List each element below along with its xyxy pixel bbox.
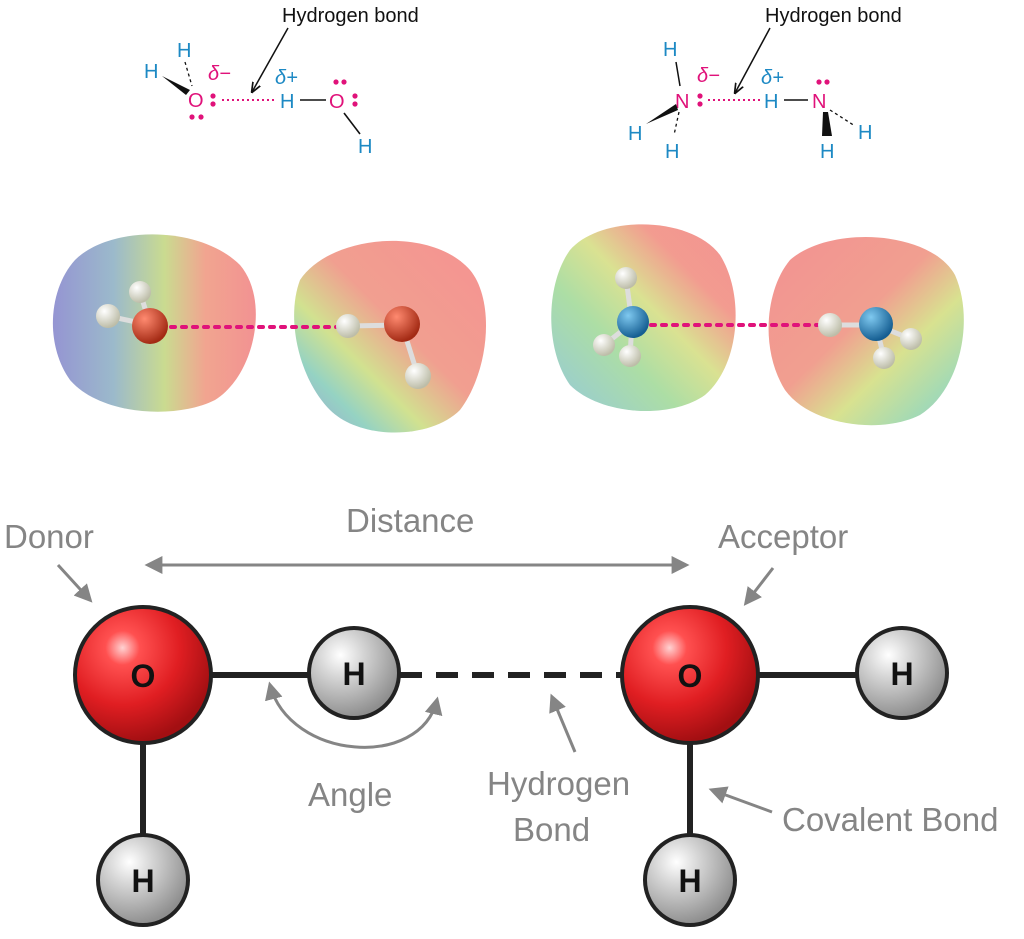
small-oxygen-ball xyxy=(384,306,420,342)
water-hydrogen-top: H xyxy=(177,40,191,62)
acceptor-oxygen-letter: O xyxy=(678,658,703,694)
electrostatic-surfaces xyxy=(52,224,964,433)
water-hbond-label: Hydrogen bond xyxy=(282,5,419,27)
lone-pair-dot xyxy=(333,79,339,85)
water-hydrogen-bottom: H xyxy=(358,136,372,158)
ammonia-delta-plus: δ+ xyxy=(761,67,784,89)
ammonia-wedge-bond xyxy=(646,104,678,124)
water-hydrogen-bridge: H xyxy=(280,91,294,113)
small-hydrogen-ball xyxy=(619,345,641,367)
small-hydrogen-ball xyxy=(818,313,842,337)
donor-label: Donor xyxy=(4,518,94,555)
hbond-geometry-diagram: Donor Distance Acceptor Angle Hydrogen B… xyxy=(4,502,998,927)
lone-pair-dot xyxy=(341,79,347,85)
small-oxygen-ball xyxy=(132,308,168,344)
covalent-bond-label: Covalent Bond xyxy=(782,801,998,838)
small-hydrogen-ball xyxy=(593,334,615,356)
ammonia-nitrogen-left: N xyxy=(675,91,689,113)
ammonia-hydrogen-bottom: H xyxy=(665,141,679,163)
water-dimer-structure: Hydrogen bond O H H δ− δ+ H O H xyxy=(144,5,419,158)
water-dashed-bond xyxy=(184,61,193,87)
small-hydrogen-ball xyxy=(96,304,120,328)
acceptor-hydrogen-bottom-letter: H xyxy=(678,863,701,899)
acceptor-oxygen-atom xyxy=(620,605,760,745)
hbond-label-line1: Hydrogen xyxy=(487,765,630,802)
small-nitrogen-ball xyxy=(617,306,649,338)
ammonia-hydrogen-left: H xyxy=(628,123,642,145)
lone-pair-dot xyxy=(210,101,216,107)
small-nitrogen-ball xyxy=(859,307,893,341)
ammonia-hydrogen-bottom-right: H xyxy=(820,141,834,163)
small-hydrogen-ball xyxy=(900,328,922,350)
covalent-pointer xyxy=(708,786,773,814)
acceptor-hydrogen-right-letter: H xyxy=(890,656,913,692)
ammonia-delta-minus: δ− xyxy=(697,65,720,87)
angle-label: Angle xyxy=(308,776,392,813)
ammonia-hbond-label: Hydrogen bond xyxy=(765,5,902,27)
ammonia-hbond-pointer xyxy=(735,27,771,93)
ammonia-dashed-bond xyxy=(673,111,680,136)
lone-pair-dot xyxy=(352,93,358,99)
bridging-hydrogen-atom xyxy=(307,626,401,720)
small-hydrogen-ball xyxy=(615,267,637,289)
lone-pair-dot xyxy=(816,79,822,85)
ammonia-nitrogen-right: N xyxy=(812,91,826,113)
ammonia-bond xyxy=(675,61,681,87)
lone-pair-dot xyxy=(352,101,358,107)
acceptor-hydrogen-right-atom xyxy=(855,626,949,720)
donor-pointer xyxy=(56,563,93,603)
water-covalent-bond-2 xyxy=(343,112,361,135)
water-delta-plus: δ+ xyxy=(275,67,298,89)
angle-arc xyxy=(265,681,443,749)
lone-pair-dot xyxy=(210,93,216,99)
hbond-label-line2: Bond xyxy=(513,811,590,848)
ammonia-hydrogen-right: H xyxy=(858,122,872,144)
acceptor-hydrogen-bottom-atom xyxy=(643,833,737,927)
ammonia-hydrogen-top: H xyxy=(663,39,677,61)
lone-pair-dot xyxy=(189,114,195,120)
small-hydrogen-ball xyxy=(405,363,431,389)
lone-pair-dot xyxy=(824,79,830,85)
ammonia-dashed-bond-2 xyxy=(829,109,856,127)
small-hydrogen-ball xyxy=(873,347,895,369)
ammonia-wedge-bond-2 xyxy=(822,112,832,136)
donor-hydrogen-atom xyxy=(96,833,190,927)
lone-pair-dot xyxy=(198,114,204,120)
acceptor-label: Acceptor xyxy=(718,518,848,555)
distance-label: Distance xyxy=(346,502,474,539)
donor-hydrogen-letter: H xyxy=(131,863,154,899)
small-hydrogen-ball xyxy=(129,281,151,303)
water-wedge-bond xyxy=(162,76,190,95)
acceptor-pointer xyxy=(743,567,775,606)
ammonia-dimer-structure: Hydrogen bond H N H H δ− δ+ H N H H xyxy=(628,5,902,163)
donor-oxygen-atom xyxy=(73,605,213,745)
lone-pair-dot xyxy=(697,93,703,99)
water-oxygen-right: O xyxy=(329,91,345,113)
bridging-hydrogen-letter: H xyxy=(342,656,365,692)
hbond-pointer xyxy=(549,693,577,753)
water-oxygen-left: O xyxy=(188,90,204,112)
small-hydrogen-ball xyxy=(336,314,360,338)
donor-oxygen-letter: O xyxy=(131,658,156,694)
water-hbond-pointer xyxy=(252,27,289,92)
water-delta-minus: δ− xyxy=(208,63,231,85)
lone-pair-dot xyxy=(697,101,703,107)
water-hydrogen-left: H xyxy=(144,61,158,83)
ammonia-hydrogen-bridge: H xyxy=(764,91,778,113)
